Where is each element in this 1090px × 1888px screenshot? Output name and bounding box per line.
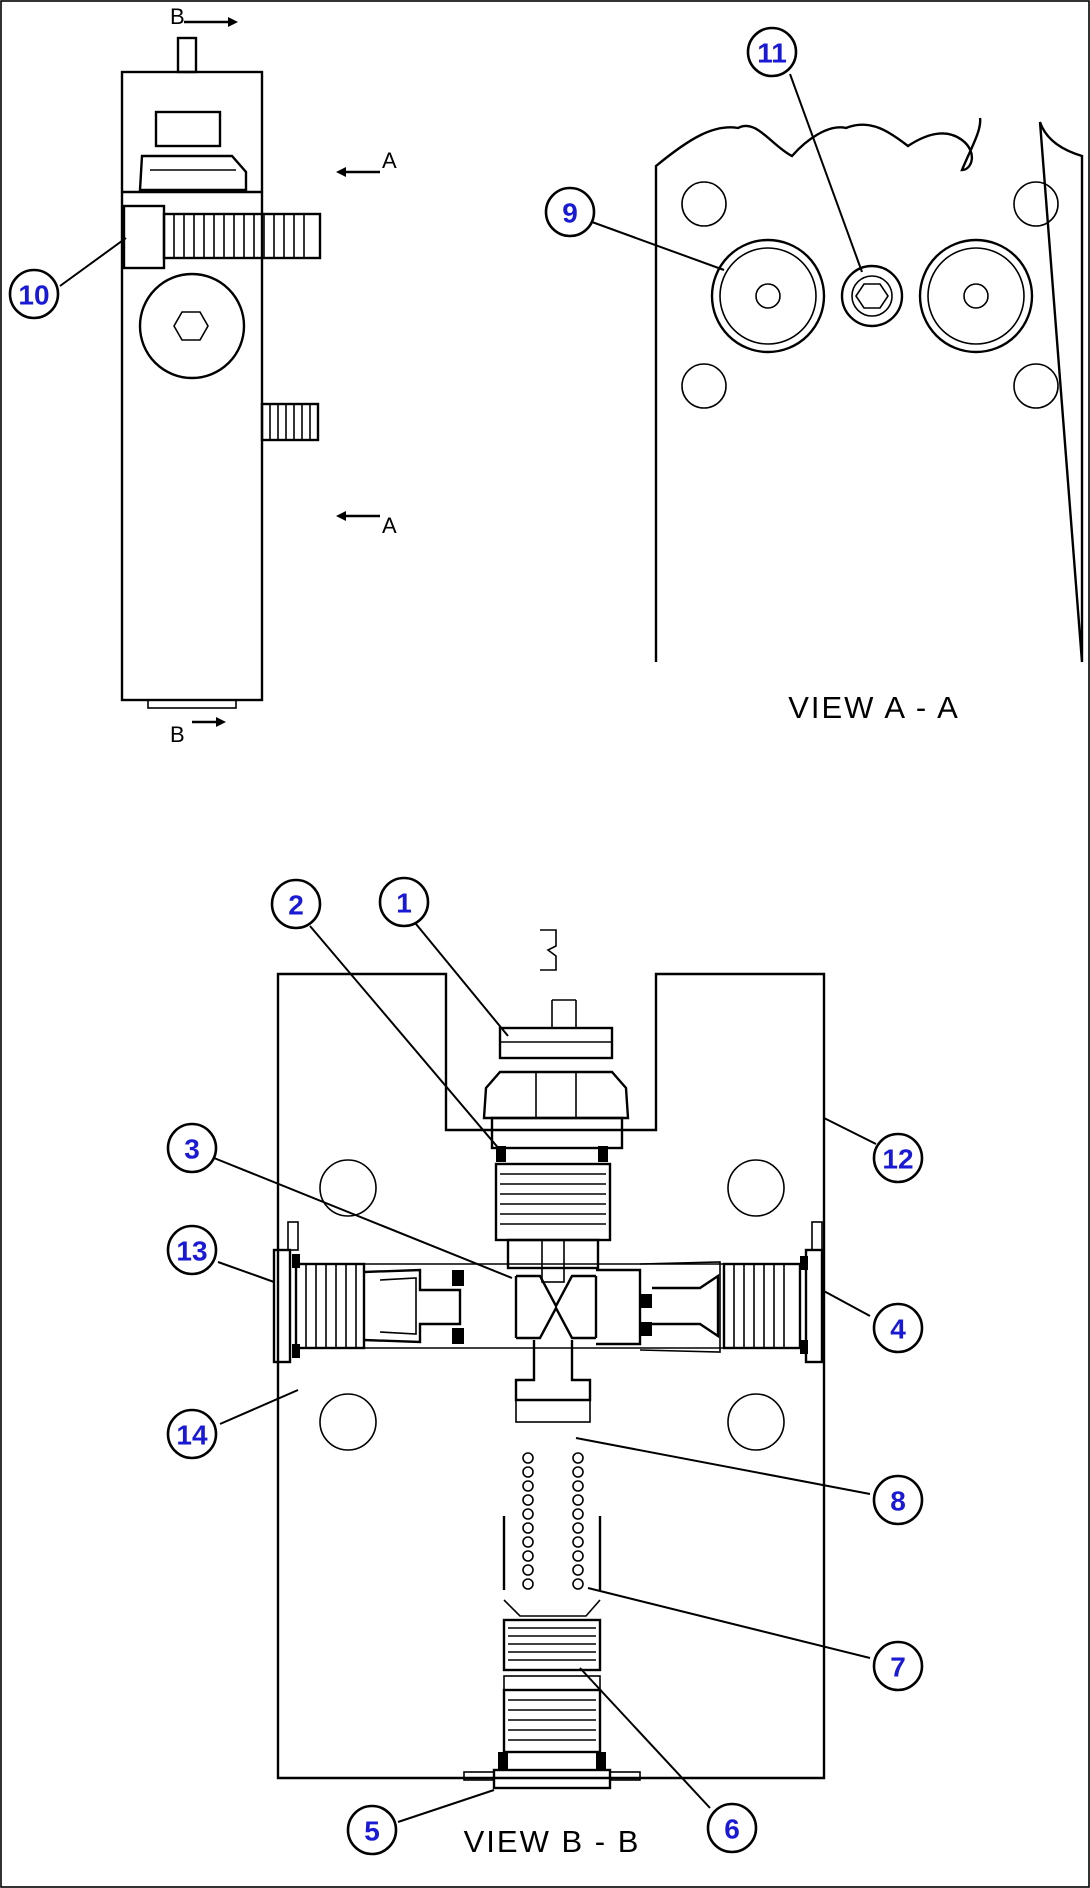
callout-4: 4 [872, 1302, 924, 1354]
section-b-bottom-label: B [170, 722, 185, 747]
leader-lines [59, 73, 877, 1823]
spring [502, 1452, 602, 1590]
svg-text:6: 6 [724, 1814, 740, 1845]
view-bb-block [276, 972, 826, 1780]
svg-text:8: 8 [890, 1486, 906, 1517]
section-b-top-label: B [170, 4, 185, 29]
callout-11: 11 [746, 26, 798, 78]
leader-12 [823, 1117, 877, 1145]
leader-14 [219, 1389, 299, 1425]
svg-text:11: 11 [757, 38, 787, 69]
view-aa-port-left [710, 238, 826, 354]
view-aa-port-right [918, 238, 1034, 354]
callout-8: 8 [872, 1474, 924, 1526]
section-marker-a-top: A [336, 148, 397, 177]
top-cartridge [482, 929, 630, 1283]
svg-text:3: 3 [184, 1134, 200, 1165]
view-bb: VIEW B - B [272, 929, 826, 1859]
leader-2 [309, 925, 501, 1151]
view-aa-hole-top-left [681, 181, 727, 227]
bottom-plug [463, 1768, 641, 1790]
svg-text:9: 9 [562, 198, 578, 229]
horizontal-bore [272, 1221, 824, 1364]
svg-text:4: 4 [890, 1314, 906, 1345]
leader-11 [789, 73, 863, 273]
callout-3: 3 [166, 1122, 218, 1174]
leader-10 [59, 237, 127, 287]
view-bb-hole-top-left [319, 1159, 377, 1217]
callout-7: 7 [872, 1640, 924, 1692]
view-aa: VIEW A - A [654, 117, 1084, 725]
view-aa-hole-bottom-right [1013, 363, 1059, 409]
side-view-plug [138, 272, 246, 380]
section-marker-a-bottom: A [336, 511, 397, 538]
callout-12: 12 [872, 1132, 924, 1184]
side-view-bolt-head [122, 204, 166, 270]
side-view-bottom-plug [147, 699, 237, 709]
callout-6: 6 [706, 1802, 758, 1854]
svg-text:13: 13 [176, 1236, 207, 1267]
callout-1: 1 [378, 876, 430, 928]
callouts: 10 9 11 2 1 3 12 13 [8, 26, 924, 1856]
side-view-lower-fitting [260, 402, 320, 442]
side-view-hex-socket [173, 311, 209, 341]
side-view-bolt-shank [162, 212, 322, 260]
view-bb-hole-bottom-left [319, 1393, 377, 1451]
svg-text:2: 2 [288, 890, 304, 921]
section-a-top-label: A [382, 148, 397, 173]
view-aa-small-plug [840, 264, 904, 328]
view-aa-block [654, 117, 1084, 663]
leader-1 [415, 923, 509, 1037]
side-view: B A A B [120, 4, 397, 747]
leader-9 [591, 221, 725, 271]
svg-text:5: 5 [364, 1816, 380, 1847]
section-marker-b-top: B [170, 4, 238, 29]
leader-8 [575, 1437, 871, 1495]
view-bb-hole-top-right [727, 1159, 785, 1217]
section-a-bottom-label: A [382, 513, 397, 538]
svg-text:14: 14 [176, 1420, 208, 1451]
svg-text:10: 10 [18, 280, 49, 311]
svg-text:12: 12 [882, 1144, 913, 1175]
leader-7 [587, 1587, 871, 1659]
adjuster [498, 1599, 606, 1770]
side-view-bolt-threads [173, 214, 305, 258]
callout-10: 10 [8, 268, 60, 320]
callout-9: 9 [544, 186, 596, 238]
side-view-nut [138, 154, 248, 192]
section-marker-b-bottom: B [170, 717, 226, 747]
leader-6 [579, 1667, 711, 1809]
view-aa-hole-bottom-left [681, 363, 727, 409]
leader-4 [821, 1289, 871, 1317]
leader-3 [213, 1157, 513, 1279]
view-bb-label: VIEW B - B [464, 1824, 641, 1859]
callout-5: 5 [346, 1804, 398, 1856]
lower-poppet [514, 1340, 592, 1423]
svg-text:7: 7 [890, 1652, 906, 1683]
side-view-top-cap [154, 110, 222, 148]
view-aa-label: VIEW A - A [788, 690, 960, 725]
callout-13: 13 [166, 1224, 218, 1276]
side-view-top-tube [176, 36, 198, 74]
leader-5 [397, 1789, 495, 1823]
view-aa-hole-top-right [1013, 181, 1059, 227]
callout-2: 2 [270, 878, 322, 930]
leader-13 [217, 1261, 275, 1283]
callout-14: 14 [166, 1408, 218, 1460]
svg-text:1: 1 [396, 888, 412, 919]
view-bb-hole-bottom-right [727, 1393, 785, 1451]
